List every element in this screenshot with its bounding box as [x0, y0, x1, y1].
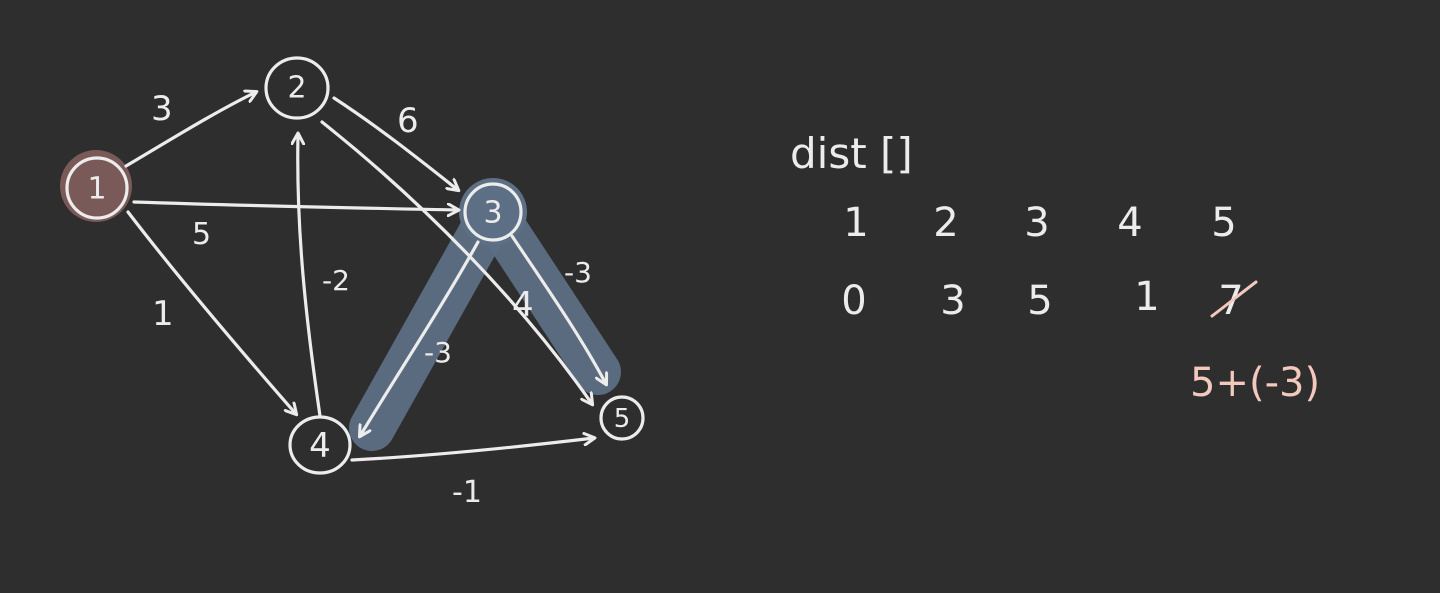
node-4-label: 4 [309, 426, 331, 466]
weight-2-3: 6 [397, 101, 419, 141]
dist-index-row: 1 2 3 4 5 [843, 200, 1236, 246]
weight-1-4: 1 [152, 294, 174, 334]
node-3-highlight [459, 178, 527, 246]
edge-1-4 [126, 210, 296, 414]
dist-value-row: 0 3 5 1 7 [841, 274, 1243, 324]
source-node-highlight [60, 150, 132, 222]
dist-title: dist [] [790, 129, 913, 178]
node-5-label: 5 [614, 404, 631, 434]
dist-value: 3 [940, 278, 965, 324]
node-4: 4 [288, 415, 352, 475]
edge-2-3 [332, 96, 458, 190]
weight-2-5: 4 [512, 285, 534, 325]
dist-index: 2 [933, 200, 958, 246]
strike-through-mark [1210, 280, 1258, 318]
node-1-label: 1 [87, 172, 106, 207]
weight-4-5: -1 [452, 475, 482, 510]
edge-3-5 [510, 234, 606, 384]
weight-4-2: -2 [322, 264, 350, 297]
weight-1-2: 3 [151, 89, 173, 129]
weight-3-4: -3 [424, 336, 452, 369]
node-3-label: 3 [483, 196, 502, 231]
node-2: 2 [264, 56, 330, 120]
dist-index: 1 [843, 200, 868, 246]
edge-1-2 [124, 92, 256, 168]
dist-index: 3 [1024, 200, 1049, 246]
dist-value: 5 [1027, 278, 1052, 324]
node-2-label: 2 [287, 71, 306, 106]
node-3: 3 [463, 182, 523, 242]
update-annotation: 5+(-3) [1190, 360, 1320, 406]
edge-2-5 [320, 120, 592, 404]
edge-4-5 [350, 438, 594, 462]
node-5: 5 [599, 395, 645, 441]
dist-index: 5 [1211, 200, 1236, 246]
edge-3-4 [360, 240, 480, 436]
dist-value: 1 [1134, 274, 1159, 320]
node-1: 1 [65, 156, 129, 220]
edge-1-3 [132, 200, 458, 210]
dist-index: 4 [1117, 200, 1142, 246]
dist-value: 0 [841, 278, 866, 324]
edge-4-2 [298, 134, 322, 418]
weight-1-3: 5 [192, 217, 211, 252]
weight-3-5: -3 [564, 256, 592, 289]
